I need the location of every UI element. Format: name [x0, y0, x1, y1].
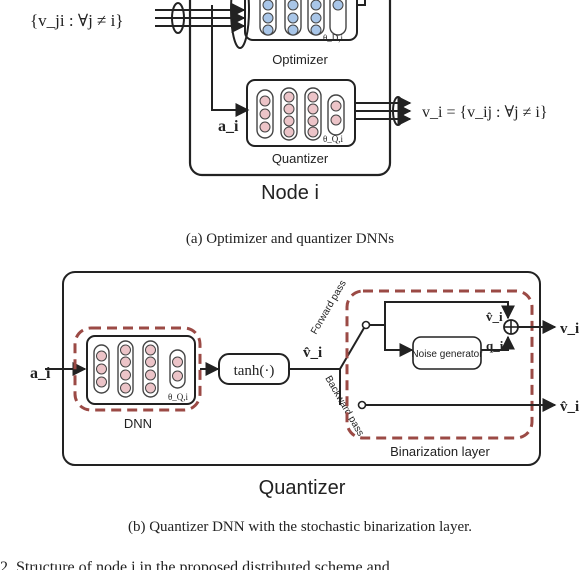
dnn-param: θ_Q,i: [168, 392, 189, 402]
optimizer-out-arrow: [357, 0, 366, 6]
caption-b: (b) Quantizer DNN with the stochastic bi…: [128, 519, 472, 535]
forward-to-noise: [384, 325, 414, 357]
output-v-label: v_i: [560, 321, 579, 337]
quantizer-box: [246, 79, 356, 147]
forward-contact: [361, 320, 371, 330]
optimizer-neurons: [259, 0, 347, 36]
opt-to-quant-arrow: [211, 5, 250, 117]
input-set-label: {v_ji : ∀j ≠ i}: [30, 11, 124, 30]
tanh-label: tanh(·): [234, 363, 275, 379]
q-label: q_i: [486, 338, 504, 353]
quantizer-title: Quantizer: [259, 477, 346, 499]
dnn-label: DNN: [124, 416, 152, 431]
quantizer-input-label: a_i: [218, 118, 239, 135]
quantizer-neurons: [256, 87, 345, 141]
sum-node: [503, 319, 519, 335]
node-label: Node i: [261, 182, 319, 204]
vhat-label: v̂_i: [303, 345, 322, 361]
optimizer-param: θ_D,i: [323, 33, 344, 43]
quantizer-param: θ_Q,i: [323, 134, 344, 144]
figure-b: a_i θ_Q,i DNN tanh(·: [30, 271, 579, 535]
input-a-label: a_i: [30, 365, 51, 382]
output-vhat-label: v̂_i: [560, 399, 579, 415]
dnn-inner-box: [86, 335, 196, 405]
forward-path: [370, 301, 515, 326]
figure-a: θ_D,i Optimizer {v_ji : ∀j ≠ i}: [30, 0, 548, 247]
forward-label: Forward pass: [309, 279, 349, 337]
caption-a: (a) Optimizer and quantizer DNNs: [186, 231, 394, 247]
noise-to-sum: [481, 335, 515, 351]
node-box: [188, 0, 392, 177]
backward-contact: [357, 400, 367, 410]
input-arrows: [155, 0, 250, 49]
noise-generator-label: Noise generator: [411, 349, 483, 360]
forward-switch: [339, 327, 365, 370]
vhat-top-label: v̂_i: [486, 309, 503, 324]
noise-generator-box: [412, 336, 482, 370]
output-arrows: [355, 96, 412, 126]
optimizer-label: Optimizer: [272, 52, 328, 67]
quantizer-label: Quantizer: [272, 151, 329, 166]
binarization-label: Binarization layer: [390, 444, 490, 459]
output-set-label: v_i = {v_ij : ∀j ≠ i}: [422, 104, 548, 121]
binarization-dashed-box: [345, 289, 534, 440]
footer-text: 2. Structure of node i in the proposed d…: [0, 559, 390, 570]
